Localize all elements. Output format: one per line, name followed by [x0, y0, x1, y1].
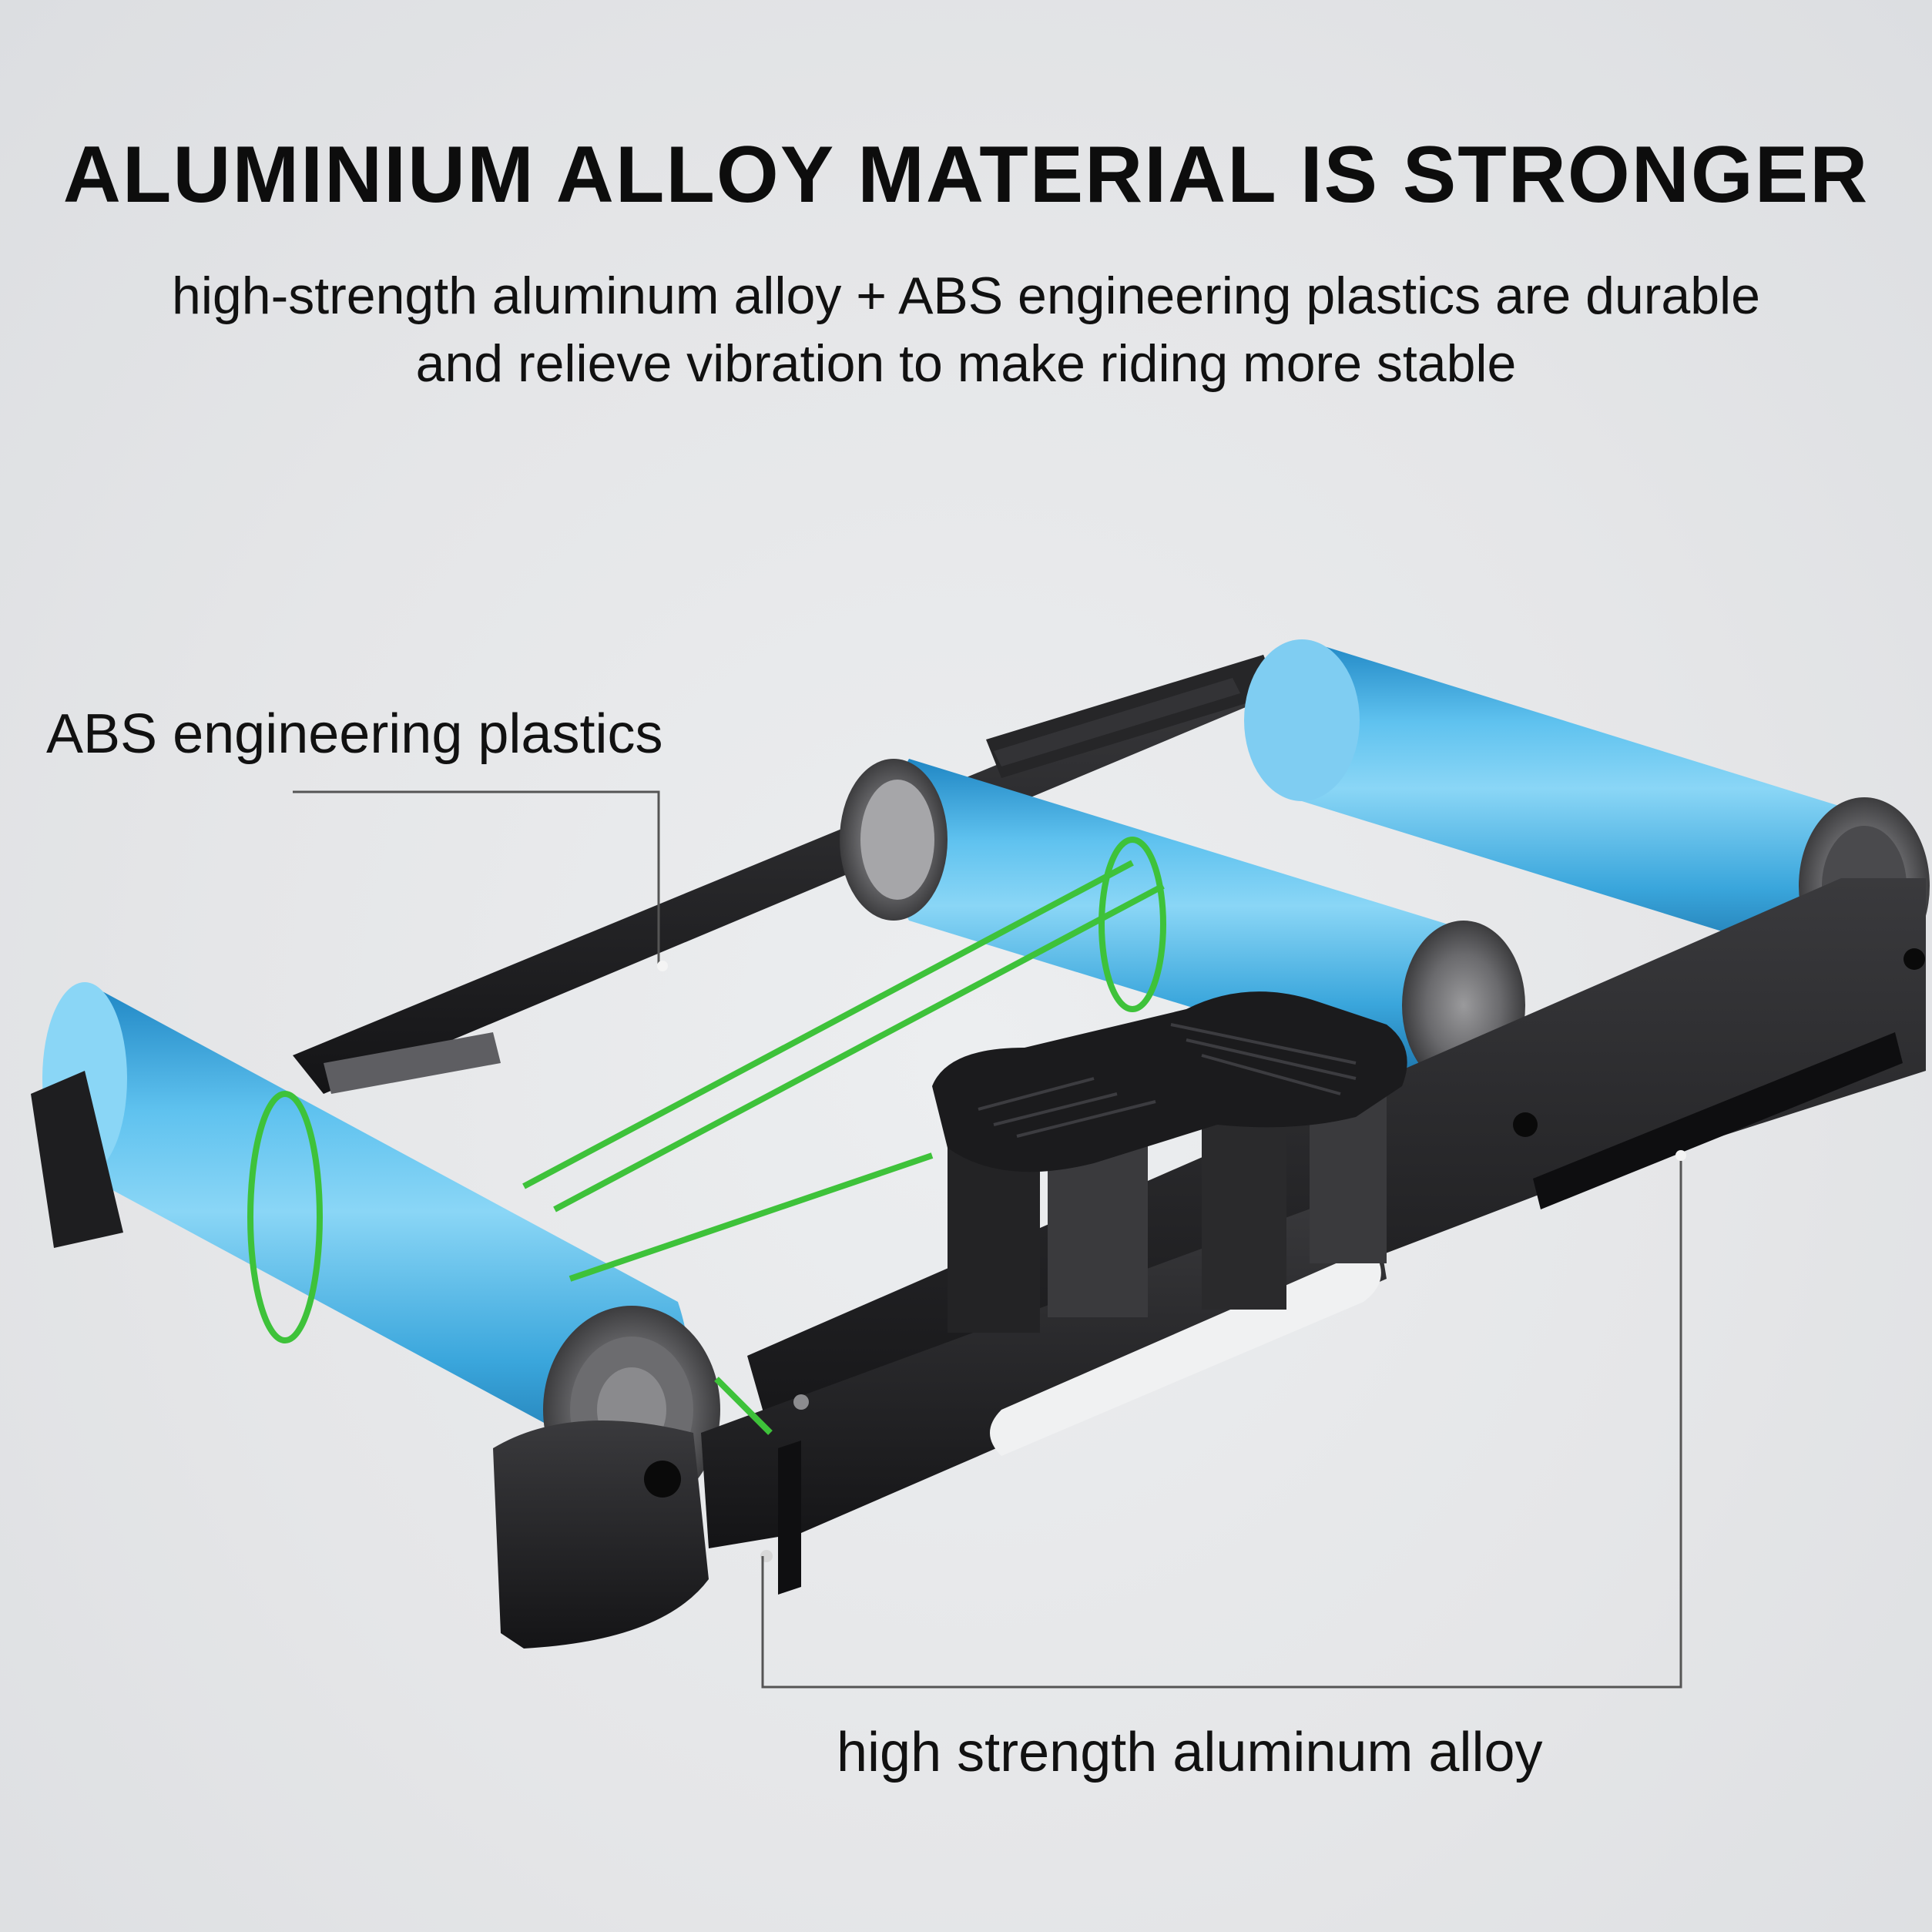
front-legs [31, 1071, 709, 1649]
callout-lines [293, 790, 1682, 1689]
green-elastic-band [247, 837, 1166, 1435]
callout-aluminum-alloy: high strength aluminum alloy [837, 1722, 1543, 1783]
abs-callout-dot [657, 961, 668, 971]
rail-bracket [324, 1032, 501, 1094]
subheadline: high-strength aluminum alloy + ABS engin… [46, 262, 1886, 397]
subheadline-line-2: and relieve vibration to make riding mor… [415, 334, 1517, 393]
step-platform [932, 991, 1407, 1333]
alloy-callout-dot [1675, 1150, 1686, 1161]
abs-callout-line [293, 790, 660, 966]
subheadline-line-1: high-strength aluminum alloy + ABS engin… [172, 267, 1760, 325]
rear-frame-rail [293, 655, 1279, 1094]
headline: ALUMINIUM ALLOY MATERIAL IS STRONGER [62, 130, 1870, 220]
platform-grip-lines [978, 1023, 1357, 1138]
callout-abs-plastics: ABS engineering plastics [46, 703, 663, 765]
alloy-callout-line [761, 1156, 1682, 1689]
